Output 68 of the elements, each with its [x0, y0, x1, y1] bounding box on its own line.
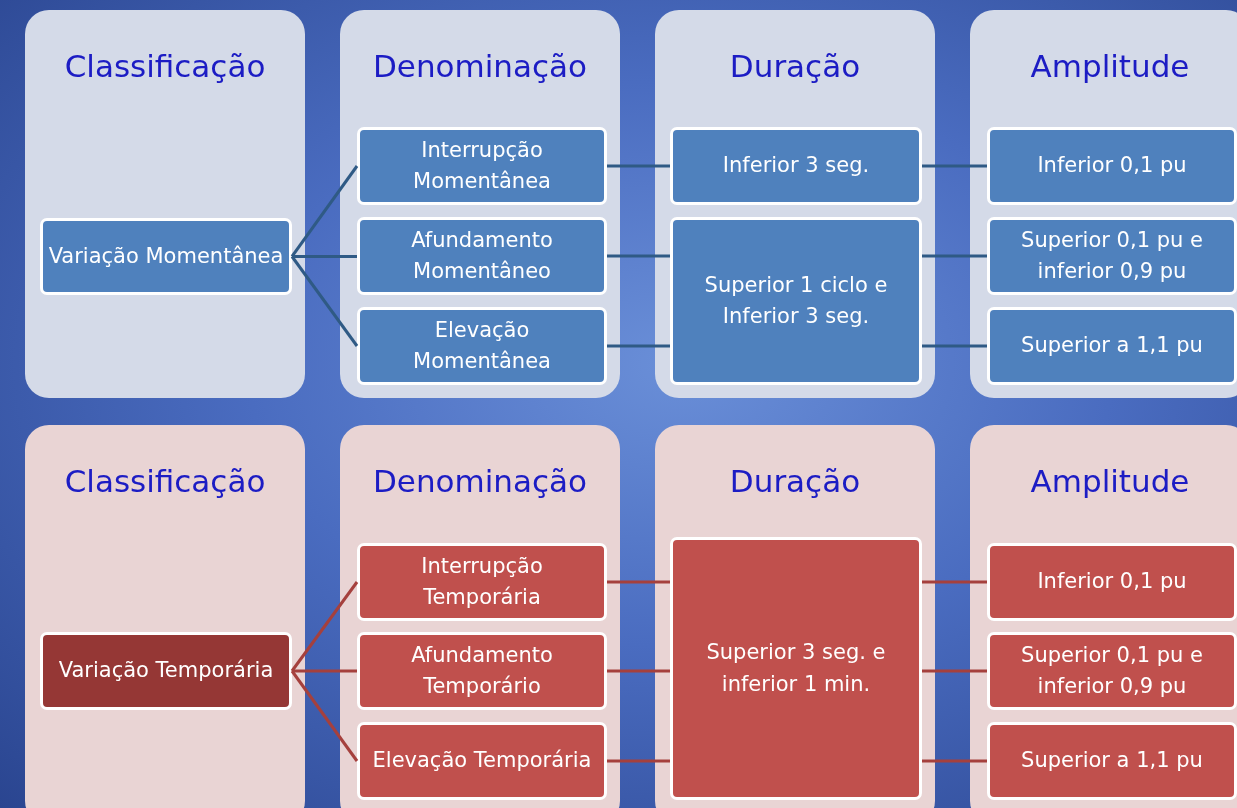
column-heading: Duração — [728, 463, 862, 499]
category-box — [987, 127, 1237, 205]
column-heading: Denominação — [372, 48, 588, 84]
box-label: Superior 1 ciclo e Inferior 3 seg. — [703, 271, 889, 330]
column-panel — [340, 10, 620, 398]
category-box — [987, 307, 1237, 385]
connector-line — [290, 165, 359, 258]
category-box — [987, 217, 1237, 295]
box-label: Variação Temporária — [57, 657, 275, 685]
box-label: Superior 0,1 pu e inferior 0,9 pu — [1020, 641, 1204, 700]
category-box — [40, 218, 292, 295]
column-heading: Amplitude — [1029, 48, 1191, 84]
connector-line — [922, 344, 987, 348]
connector-line — [290, 670, 359, 762]
connector-line — [922, 164, 987, 168]
box-label: Elevação Temporária — [371, 747, 593, 775]
column-panel — [655, 425, 935, 808]
column-heading: Duração — [728, 48, 862, 84]
connector-line — [922, 580, 987, 584]
connector-line — [607, 164, 670, 168]
category-box — [987, 543, 1237, 621]
column-heading: Denominação — [372, 463, 588, 499]
connector-line — [922, 759, 987, 763]
category-box — [670, 537, 922, 800]
category-box — [40, 632, 292, 710]
box-label: Superior 0,1 pu e inferior 0,9 pu — [1020, 226, 1204, 285]
connector-line — [290, 255, 359, 347]
connector-line — [290, 581, 359, 672]
connector-line — [607, 669, 670, 673]
connector-line — [292, 255, 357, 258]
column-panel — [970, 425, 1237, 808]
column-panel — [25, 10, 305, 398]
category-box — [357, 543, 607, 621]
category-box — [987, 632, 1237, 710]
column-panel — [25, 425, 305, 808]
category-box — [670, 217, 922, 385]
box-label: Interrupção Temporária — [420, 552, 544, 611]
category-box — [357, 127, 607, 205]
box-label: Inferior 0,1 pu — [1036, 152, 1188, 180]
category-box — [357, 217, 607, 295]
box-label: Variação Momentânea — [47, 242, 285, 270]
box-label: Inferior 0,1 pu — [1036, 568, 1188, 596]
box-label: Superior 3 seg. e inferior 1 min. — [705, 639, 887, 698]
category-box — [670, 127, 922, 205]
connector-line — [922, 669, 987, 673]
box-label: Superior a 1,1 pu — [1020, 332, 1204, 360]
box-label: Interrupção Momentânea — [412, 136, 552, 195]
column-heading: Classificação — [63, 463, 267, 499]
box-label: Elevação Momentânea — [412, 316, 552, 375]
connector-line — [607, 254, 670, 258]
column-heading: Amplitude — [1029, 463, 1191, 499]
column-panel — [340, 425, 620, 808]
column-panel — [970, 10, 1237, 398]
box-label: Afundamento Temporário — [410, 641, 554, 700]
connector-line — [922, 254, 987, 258]
category-box — [357, 722, 607, 800]
category-box — [987, 722, 1237, 800]
connector-line — [607, 344, 670, 348]
connector-line — [292, 669, 357, 673]
box-label: Inferior 3 seg. — [721, 152, 871, 180]
column-heading: Classificação — [63, 48, 267, 84]
column-panel — [655, 10, 935, 398]
connector-line — [607, 580, 670, 584]
connector-line — [607, 759, 670, 763]
box-label: Superior a 1,1 pu — [1020, 747, 1204, 775]
box-label: Afundamento Momentâneo — [410, 226, 554, 285]
category-box — [357, 307, 607, 385]
category-box — [357, 632, 607, 710]
